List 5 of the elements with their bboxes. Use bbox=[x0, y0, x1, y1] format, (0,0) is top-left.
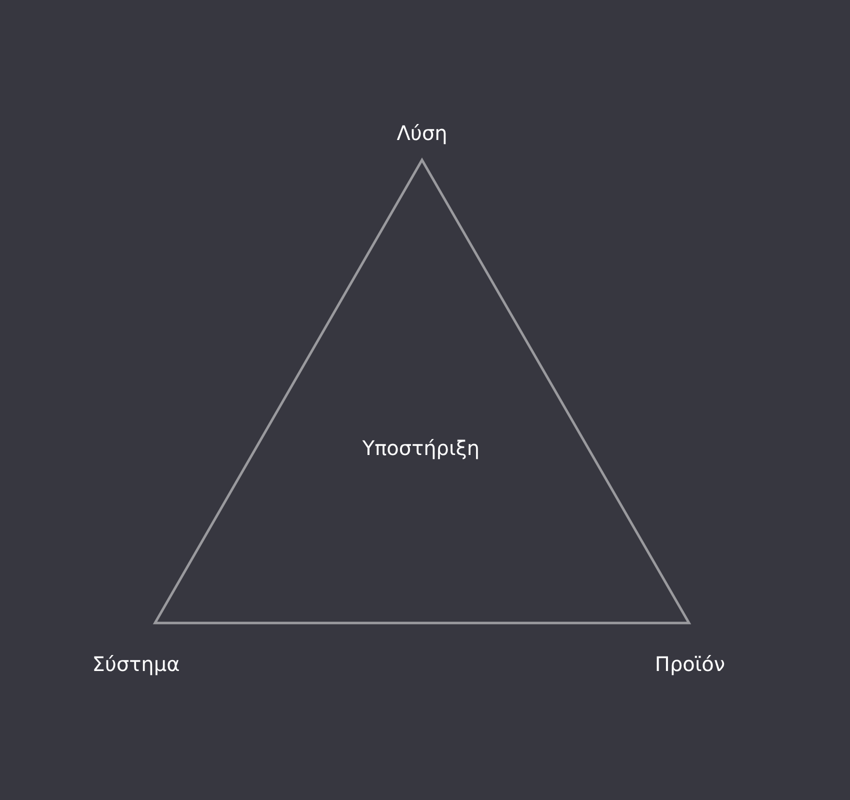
vertex-label: Προϊόν bbox=[654, 652, 726, 676]
shape-label: Υποστήριξη bbox=[362, 436, 480, 460]
triangle-shape bbox=[155, 160, 689, 623]
vertex-label: Λύση bbox=[396, 121, 448, 145]
vertex-label: Σύστημα bbox=[92, 652, 180, 676]
